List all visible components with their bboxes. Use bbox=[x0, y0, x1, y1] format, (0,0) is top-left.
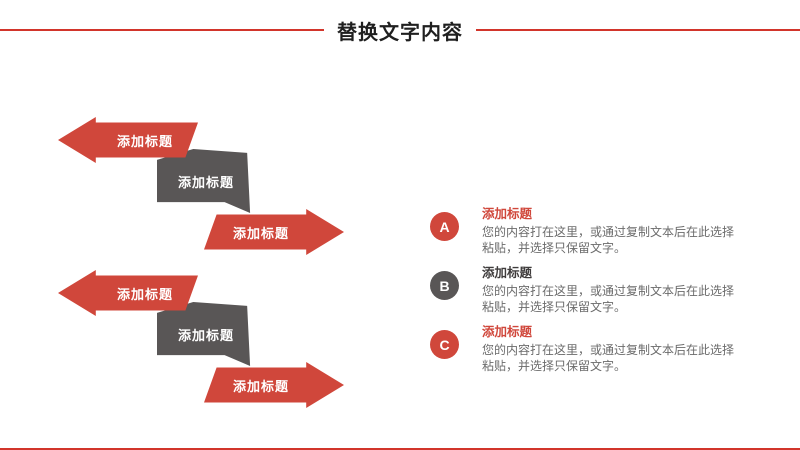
item-title: 添加标题 bbox=[482, 325, 533, 339]
arrow-left-shape: 添加标题 bbox=[58, 117, 198, 163]
arrow-label: 添加标题 bbox=[232, 378, 289, 394]
content-list: A 添加标题 您的内容打在这里，或通过复制文本后在此选择粘贴，并选择只保留文字。… bbox=[430, 207, 750, 374]
band-label: 添加标题 bbox=[177, 174, 234, 190]
arrow-group-2: 添加标题 添加标题 添加标题 bbox=[58, 270, 348, 410]
list-item-text: 添加标题 您的内容打在这里，或通过复制文本后在此选择粘贴，并选择只保留文字。 bbox=[482, 207, 734, 256]
arrow-label: 添加标题 bbox=[232, 225, 289, 241]
list-item: A 添加标题 您的内容打在这里，或通过复制文本后在此选择粘贴，并选择只保留文字。 bbox=[430, 207, 750, 256]
badge-b: B bbox=[430, 271, 459, 300]
list-item: C 添加标题 您的内容打在这里，或通过复制文本后在此选择粘贴，并选择只保留文字。 bbox=[430, 325, 750, 374]
item-body: 您的内容打在这里，或通过复制文本后在此选择粘贴，并选择只保留文字。 bbox=[482, 343, 735, 373]
page-title-text: 替换文字内容 bbox=[324, 22, 476, 44]
arrow-left-shape: 添加标题 bbox=[58, 270, 198, 316]
ribbon-band-shape: 添加标题 bbox=[157, 302, 251, 366]
footer-rule bbox=[0, 448, 800, 450]
header-rule bbox=[0, 29, 800, 31]
ribbon-band-shape: 添加标题 bbox=[157, 149, 251, 213]
band-label: 添加标题 bbox=[177, 327, 234, 343]
item-body: 您的内容打在这里，或通过复制文本后在此选择粘贴，并选择只保留文字。 bbox=[482, 284, 735, 314]
page-title: 替换文字内容 bbox=[0, 16, 800, 50]
item-title: 添加标题 bbox=[482, 207, 533, 221]
list-item-text: 添加标题 您的内容打在这里，或通过复制文本后在此选择粘贴，并选择只保留文字。 bbox=[482, 325, 734, 374]
arrow-label: 添加标题 bbox=[116, 133, 173, 149]
arrow-right-shape: 添加标题 bbox=[204, 209, 344, 255]
badge-c: C bbox=[430, 330, 459, 359]
arrow-group-1: 添加标题 添加标题 添加标题 bbox=[58, 117, 348, 257]
item-title: 添加标题 bbox=[482, 266, 533, 280]
list-item-text: 添加标题 您的内容打在这里，或通过复制文本后在此选择粘贴，并选择只保留文字。 bbox=[482, 266, 734, 315]
arrow-label: 添加标题 bbox=[116, 286, 173, 302]
badge-a: A bbox=[430, 212, 459, 241]
arrow-right-shape: 添加标题 bbox=[204, 362, 344, 408]
slide-header: 替换文字内容 bbox=[0, 16, 800, 50]
list-item: B 添加标题 您的内容打在这里，或通过复制文本后在此选择粘贴，并选择只保留文字。 bbox=[430, 266, 750, 315]
item-body: 您的内容打在这里，或通过复制文本后在此选择粘贴，并选择只保留文字。 bbox=[482, 225, 735, 255]
